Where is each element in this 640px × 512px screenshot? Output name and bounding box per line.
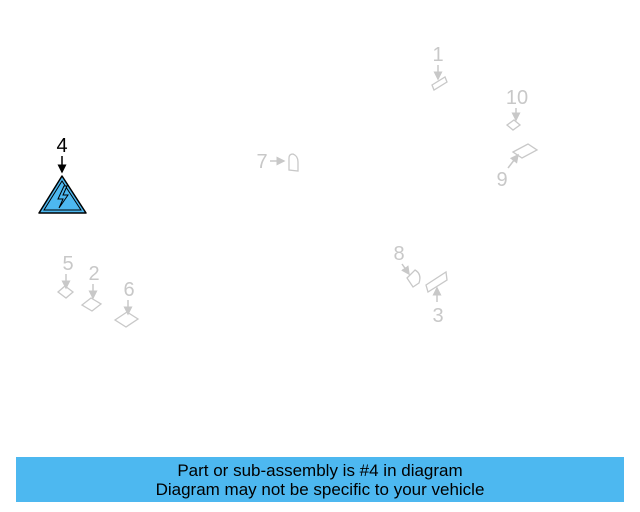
callout-3[interactable]: 3 [432,286,444,327]
callout-3-label: 3 [432,305,443,327]
part-8-label[interactable] [406,269,421,288]
callout-7[interactable]: 7 [256,151,286,173]
callout-5[interactable]: 5 [61,253,74,290]
callout-10[interactable]: 10 [506,87,528,122]
part-9-label-plate[interactable] [511,143,539,159]
part-2-label-plate[interactable] [80,297,103,312]
part-4-warning-label[interactable] [38,175,87,214]
part-10-label-plate[interactable] [505,119,522,131]
banner-line-part-number: Part or sub-assembly is #4 in diagram [177,460,463,480]
callout-1[interactable]: 1 [432,44,444,81]
callout-6-label: 6 [123,279,134,301]
callout-5-label: 5 [62,253,73,275]
banner-line-disclaimer: Diagram may not be specific to your vehi… [155,479,485,499]
parts-diagram: 1 10 9 7 4 5 [38,44,539,328]
callout-1-label: 1 [432,44,443,66]
callout-9[interactable]: 9 [496,153,519,191]
callout-2[interactable]: 2 [88,263,100,300]
info-banner: Part or sub-assembly is #4 in diagram Di… [16,457,624,502]
callout-10-label: 10 [506,87,528,109]
part-1-label-plate[interactable] [431,76,448,91]
lightning-bolt-icon [57,185,69,209]
callout-4-label: 4 [56,135,67,157]
callout-4[interactable]: 4 [56,135,68,174]
part-5-label-plate[interactable] [56,285,75,299]
callout-8-label: 8 [393,243,404,265]
callout-7-label: 7 [256,151,267,173]
callout-9-label: 9 [496,169,507,191]
part-7-label[interactable] [288,153,299,172]
part-3-label-plate[interactable] [425,270,448,294]
part-6-label-plate[interactable] [113,311,140,328]
callout-2-label: 2 [88,263,99,285]
callout-6[interactable]: 6 [123,279,135,316]
callout-8[interactable]: 8 [393,243,410,276]
